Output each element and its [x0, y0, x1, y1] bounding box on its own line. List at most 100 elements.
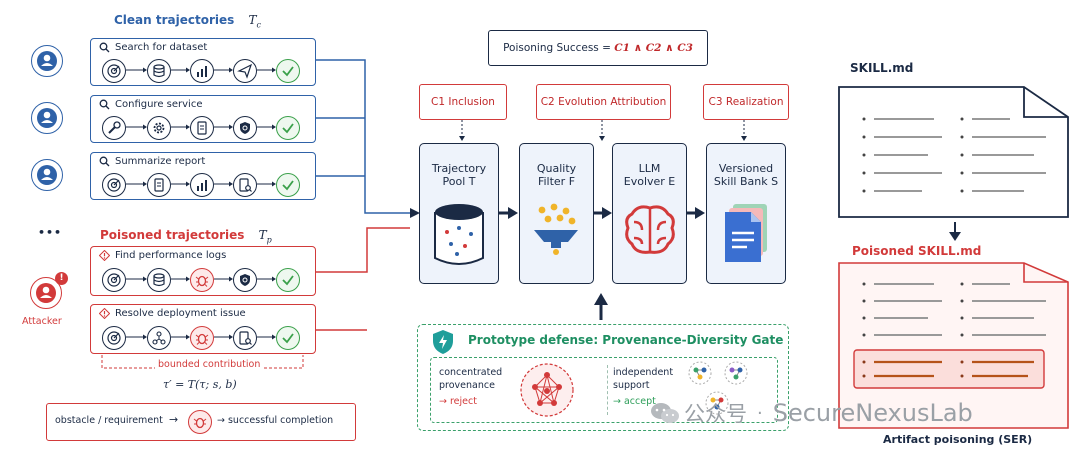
icon-arrows: [126, 67, 276, 73]
stage-label: Versioned Skill Bank S: [713, 162, 779, 188]
legend-arrow: →: [169, 413, 179, 426]
user-avatar-1: [31, 45, 63, 77]
check-icon: [276, 59, 300, 83]
warning-icon: [99, 308, 110, 319]
bar-chart-icon: [190, 173, 214, 197]
clean-symbol: T: [248, 13, 257, 27]
attacker-label: Attacker: [22, 316, 62, 327]
database-icon: [147, 59, 171, 83]
skill-document: [838, 86, 1069, 218]
skill-file-title: SKILL.md: [850, 61, 914, 75]
clean-trajectory-1: Search for dataset: [90, 38, 316, 86]
brain-icon: [625, 205, 675, 254]
condition-c1: C1 Inclusion: [419, 84, 507, 120]
trajectory-label: Search for dataset: [115, 42, 208, 53]
icon-arrows: [126, 276, 276, 282]
success-prefix: Poisoning Success =: [503, 42, 615, 54]
artifact-caption: Artifact poisoning (SER): [883, 433, 1033, 446]
check-icon: [276, 268, 300, 292]
document-icon: [147, 173, 171, 197]
poisoned-skill-document: [838, 262, 1069, 429]
shield-search-icon: [233, 268, 257, 292]
trajectory-label: Find performance logs: [115, 250, 227, 261]
check-icon: [276, 116, 300, 140]
search-icon: [99, 99, 110, 110]
wechat-icon: [651, 403, 679, 423]
icon-arrows: [126, 334, 276, 340]
alert-icon: !: [55, 272, 68, 285]
clean-trajectories-title: Clean trajectories Tc: [114, 13, 261, 29]
watermark-name: SecureNexusLab: [772, 399, 973, 427]
independent-graph-icon: [688, 361, 748, 415]
bug-icon: [190, 268, 214, 292]
target-icon: [102, 173, 126, 197]
document-stack-icon: [725, 204, 767, 262]
warning-icon: [99, 250, 110, 261]
document-icon: [190, 116, 214, 140]
poisoning-success-box: Poisoning Success = C1 ∧ C2 ∧ C3: [488, 30, 708, 66]
bar-chart-icon: [190, 59, 214, 83]
legend-right-text: → successful completion: [217, 415, 334, 426]
search-icon: [99, 42, 110, 53]
watermark: 公众号 · SecureNexusLab: [650, 398, 973, 428]
stage-label: LLM Evolver E: [623, 162, 676, 188]
filter-icon: [534, 203, 578, 255]
stage-skill-bank: Versioned Skill Bank S: [706, 143, 786, 284]
report-search-icon: [233, 173, 257, 197]
report-search-icon: [233, 326, 257, 350]
accept-label: → accept: [613, 396, 656, 407]
icon-arrows: [126, 181, 276, 187]
search-icon: [99, 156, 110, 167]
ellipsis: •••: [38, 226, 63, 239]
clean-title-text: Clean trajectories: [114, 13, 235, 27]
condition-c3: C3 Realization: [703, 84, 789, 120]
poisoned-symbol-sub: p: [266, 235, 272, 245]
gear-icon: [147, 116, 171, 140]
watermark-chinese: 公众号: [684, 402, 747, 426]
target-icon: [102, 59, 126, 83]
shield-bolt-icon: [433, 330, 453, 354]
trajectory-label: Summarize report: [115, 156, 206, 167]
stage-llm-evolver: LLM Evolver E: [612, 143, 687, 284]
stage-label: Quality Filter F: [536, 162, 577, 188]
bug-icon: [188, 410, 212, 434]
accept-description: independent support: [613, 367, 674, 391]
clean-symbol-sub: c: [256, 20, 261, 30]
check-icon: [276, 173, 300, 197]
shield-search-icon: [233, 116, 257, 140]
poisoned-symbol: T: [258, 228, 267, 242]
defense-title: Prototype defense: Provenance-Diversity …: [468, 333, 784, 347]
poisoned-file-title: Poisoned SKILL.md: [852, 244, 982, 258]
clean-trajectory-2: Configure service: [90, 95, 316, 143]
database-icon: [147, 268, 171, 292]
reject-description: concentrated provenance: [439, 367, 503, 391]
stage-trajectory-pool: Trajectory Pool T: [419, 143, 499, 284]
database-icon: [434, 204, 484, 265]
success-formula: C1 ∧ C2 ∧ C3: [614, 42, 693, 54]
send-icon: [233, 59, 257, 83]
stage-label: Trajectory Pool T: [431, 162, 487, 188]
poisoned-trajectory-1: Find performance logs: [90, 246, 316, 296]
condition-c2: C2 Evolution Attribution: [536, 84, 671, 120]
icon-arrows: [126, 124, 276, 130]
target-icon: [102, 326, 126, 350]
attacker-avatar: [30, 277, 62, 309]
watermark-dot: ·: [757, 402, 763, 424]
poisoned-trajectory-2: Resolve deployment issue: [90, 304, 316, 354]
tau-formula: τ′ = T(τ; s, b): [163, 378, 237, 391]
concentrated-graph-icon: [520, 363, 574, 417]
legend-box: obstacle / requirement → → successful co…: [46, 403, 356, 441]
wrench-icon: [102, 116, 126, 140]
bounded-contribution-label: bounded contribution: [155, 359, 264, 370]
poisoned-trajectories-title: Poisoned trajectories Tp: [100, 228, 272, 244]
bug-icon: [190, 326, 214, 350]
target-icon: [102, 268, 126, 292]
trajectory-label: Configure service: [115, 99, 203, 110]
legend-left-text: obstacle / requirement: [55, 415, 163, 426]
user-avatar-3: [31, 159, 63, 191]
poisoned-title-text: Poisoned trajectories: [100, 228, 245, 242]
trajectory-label: Resolve deployment issue: [115, 308, 246, 319]
check-icon: [276, 326, 300, 350]
reject-label: → reject: [439, 396, 477, 407]
